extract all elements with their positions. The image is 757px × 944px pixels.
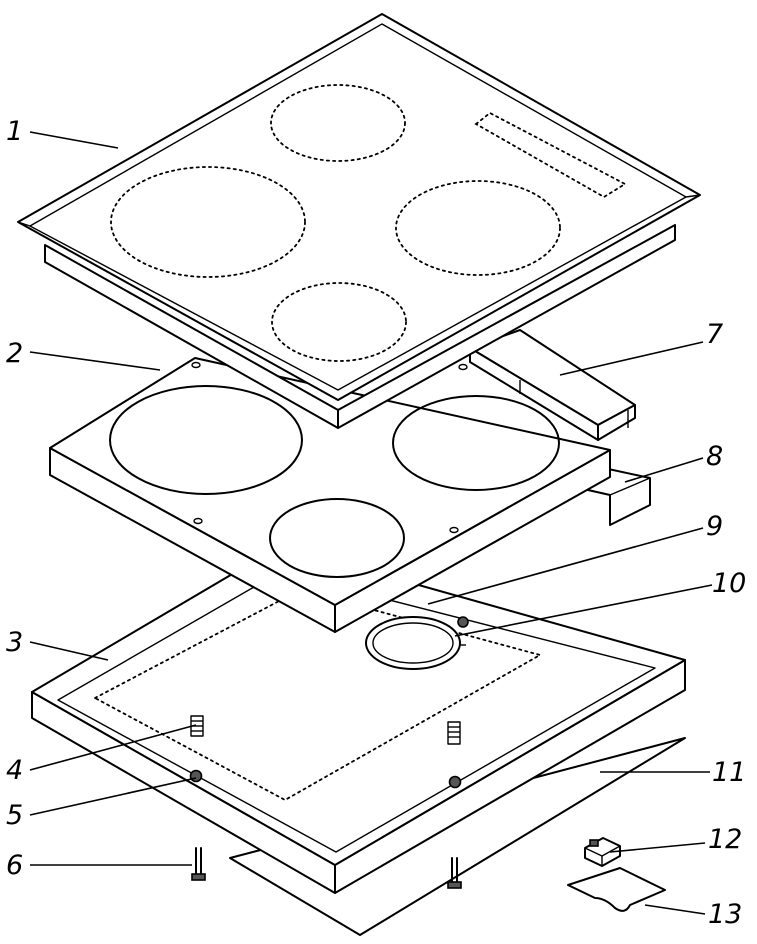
part-10-sensor-ring <box>365 616 466 670</box>
nut-top <box>457 616 469 628</box>
part-6-screw <box>191 847 206 881</box>
spring-4b <box>447 721 461 745</box>
callout-9: 9 <box>706 511 723 542</box>
callout-10: 10 <box>712 568 746 599</box>
leader-lines <box>29 131 713 915</box>
callout-8: 8 <box>706 441 723 472</box>
part-1-glass-top <box>17 13 701 429</box>
part-12-limiter <box>584 837 621 867</box>
callout-11: 11 <box>712 757 746 788</box>
part-13-mount-plate <box>567 867 666 912</box>
part-2-heating-plate <box>49 357 611 633</box>
callout-7: 7 <box>706 319 723 350</box>
callout-6: 6 <box>6 850 23 881</box>
callout-5: 5 <box>6 800 23 831</box>
callout-1: 1 <box>6 116 23 147</box>
callout-labels: 1 2 3 4 5 6 7 8 9 10 11 12 13 <box>6 116 746 930</box>
callout-4: 4 <box>6 755 23 786</box>
callout-13: 13 <box>708 899 742 930</box>
nut-5b <box>448 775 462 789</box>
part-6-screw-b <box>447 857 462 889</box>
callout-12: 12 <box>708 824 742 855</box>
nut-5 <box>189 769 203 783</box>
callout-3: 3 <box>6 627 23 658</box>
part-3-housing-tray <box>31 545 686 894</box>
callout-2: 2 <box>6 338 23 369</box>
part-7-control-housing <box>469 329 636 441</box>
